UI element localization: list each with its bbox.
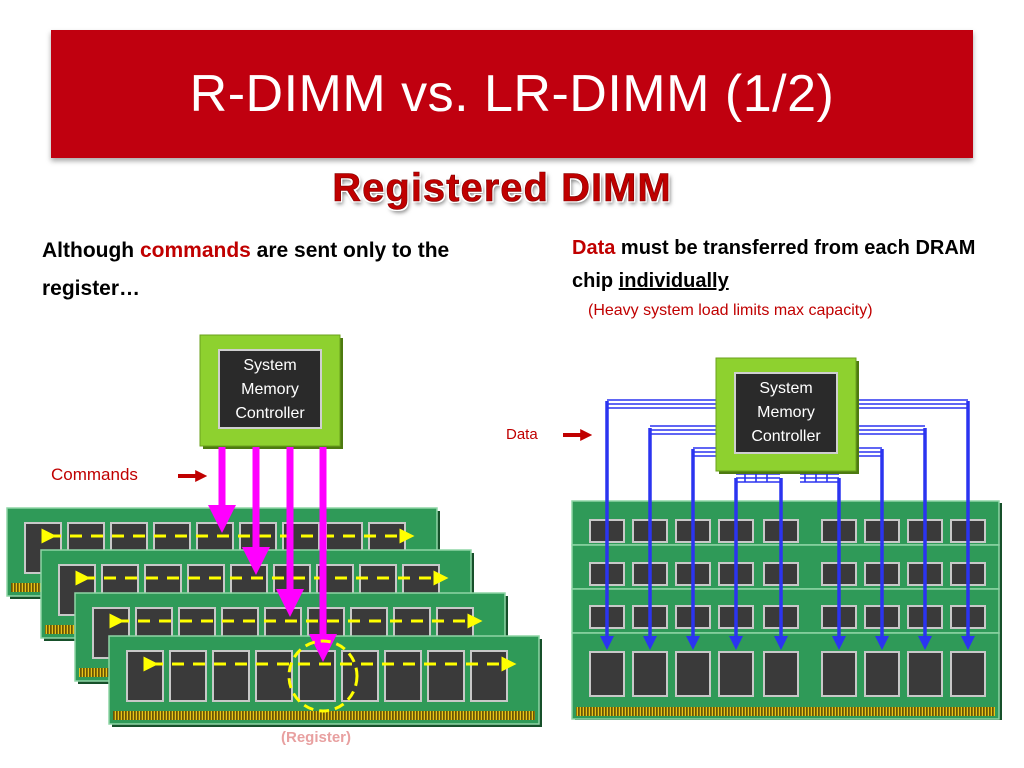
right-controller-label-line: Memory bbox=[757, 404, 815, 421]
right-controller-label-line: System bbox=[759, 380, 812, 397]
right-caption-data: Data bbox=[572, 237, 616, 259]
left-caption: Although commands are sent only to the r… bbox=[42, 232, 512, 308]
dram-chip bbox=[718, 651, 754, 697]
left-controller-label-line: System bbox=[243, 357, 296, 374]
dram-chip bbox=[821, 651, 857, 697]
dram-chip bbox=[763, 651, 799, 697]
right-caption-individually: individually bbox=[618, 270, 729, 292]
dram-chip bbox=[907, 651, 943, 697]
dram-chip bbox=[212, 650, 250, 702]
right-note: (Heavy system load limits max capacity) bbox=[588, 302, 873, 319]
dram-chip bbox=[169, 650, 207, 702]
dimm-pins bbox=[576, 707, 995, 716]
data-bus bbox=[600, 399, 975, 650]
dram-chip bbox=[341, 650, 379, 702]
dram-chip bbox=[298, 650, 336, 702]
dram-chip bbox=[255, 650, 293, 702]
commands-label: Commands bbox=[51, 465, 138, 484]
right-controller-label-line: Controller bbox=[751, 428, 821, 445]
left-controller-label-line: Memory bbox=[241, 381, 299, 398]
rdimm-pins bbox=[113, 711, 535, 720]
dram-chip bbox=[589, 651, 625, 697]
left-controller-label-line: Controller bbox=[235, 405, 305, 422]
left-caption-commands: commands bbox=[139, 239, 251, 262]
dram-chip bbox=[126, 650, 164, 702]
left-caption-part-1: Although bbox=[42, 239, 140, 262]
dram-chip bbox=[384, 650, 422, 702]
rdimm-module bbox=[108, 635, 542, 727]
left-controller-die bbox=[218, 349, 322, 429]
data-label: Data bbox=[506, 426, 538, 443]
register-label: (Register) bbox=[281, 729, 352, 746]
right-controller-die bbox=[734, 372, 838, 454]
right-caption-part-1: must be transferred from each DRAM chip bbox=[572, 237, 976, 292]
left-caption-part-2: are sent only to the register… bbox=[42, 239, 450, 300]
dram-chip bbox=[632, 651, 668, 697]
dram-chip bbox=[950, 651, 986, 697]
slide-title: R-DIMM vs. LR-DIMM (1/2) bbox=[189, 65, 835, 123]
dram-chip bbox=[864, 651, 900, 697]
right-caption: Data must be transferred from each DRAM … bbox=[572, 232, 992, 298]
dram-chip bbox=[470, 650, 508, 702]
dimm-stack bbox=[571, 500, 1002, 720]
title-bar: R-DIMM vs. LR-DIMM (1/2) bbox=[51, 30, 973, 158]
dashed-circle-icon bbox=[287, 639, 359, 713]
dram-chip bbox=[427, 650, 465, 702]
dram-chip bbox=[675, 651, 711, 697]
slide-subtitle: Registered DIMM bbox=[332, 166, 672, 211]
